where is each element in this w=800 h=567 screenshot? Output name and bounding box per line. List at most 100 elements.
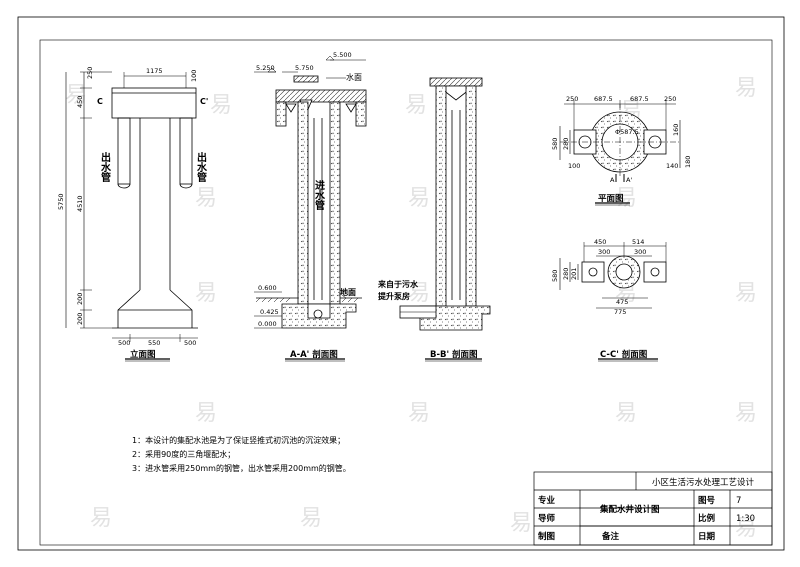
title-block-text: 小区生活污水处理工艺设计 专业 导师 制图 集配水井设计图 备注 图号 7 比例… [538,477,755,542]
watermark: 易 [65,83,87,108]
elevation-base-right: 500 [184,339,196,347]
field-value-drawing-no: 7 [736,496,741,506]
remark-label: 备注 [601,531,620,542]
watermark: 易 [408,281,430,306]
section-mark-c: C [97,97,103,106]
plan-dim-4: 250 [664,95,676,103]
section-cc-caption: C-C' 剖面图 [600,349,647,360]
elevation-total-height: 5750 [57,193,65,210]
watermark: 易 [735,516,757,541]
elevation-5500: 5.500 [333,51,352,59]
design-notes: 1：本设计的集配水池是为了保证竖推式初沉池的沉淀效果； 2：采用90度的三角堰配… [132,435,351,473]
watermark: 易 [615,401,637,426]
elevation-5750: 5.750 [295,64,314,72]
watermark: 易 [735,76,757,101]
section-aa-labels: 5.500 5.250 5.750 水面 进水管 地面 0.600 0.425 … [256,51,362,360]
plan-caption: 平面图 [598,194,624,204]
plan-mark-a: A [610,176,615,184]
plan-mark-a-prime: A' [626,176,632,184]
watermark: 易 [735,281,757,306]
field-value-scale: 1:30 [736,514,755,524]
section-bb-caption: B-B' 剖面图 [430,349,478,360]
plan-right-dim-2: 180 [684,156,692,168]
row-label-drafter: 制图 [538,531,555,542]
section-aa-caption: A-A' 剖面图 [290,349,338,360]
cc-dim-mid-2: 300 [634,248,646,256]
elevation-cap [111,87,197,119]
elevation-0000: 0.000 [258,320,277,328]
source-label-line2: 提升泵房 [378,291,410,301]
watermark: 易 [735,401,757,426]
cc-bottom-dim-2: 775 [614,308,626,316]
plan-right-dim-1: 160 [672,124,680,136]
outlet-pipe-right [179,117,193,185]
title-block [533,471,773,546]
elevation-seg1: 450 [76,96,84,108]
watermark: 易 [408,401,430,426]
inner-border [39,39,773,546]
elevation-base-mid: 550 [148,339,160,347]
elevation-right-top: 100 [190,70,198,82]
elevation-labels: 1175 250 100 5750 450 4510 200 200 500 5… [57,67,208,360]
watermark: 易 [210,93,232,118]
note-3: 3：进水管采用250mm的钢管，出水管采用200mm的钢管。 [132,463,351,473]
elevation-5250: 5.250 [256,64,275,72]
field-label-drawing-no: 图号 [698,496,716,506]
watermark: 易 [195,281,217,306]
plan-left-dim-1: 580 [551,138,559,150]
ground-label: 地面 [340,287,356,297]
cc-left-dim-1: 580 [551,270,559,282]
note-2: 2：采用90度的三角堰配水； [132,449,235,459]
cc-left-dim-2: 280 [562,268,570,280]
cc-bottom-dim-1: 475 [616,298,628,306]
plan-left-dim-2: 280 [562,138,570,150]
section-cc-labels: 450 514 300 300 580 280 201 475 775 C-C'… [551,238,647,360]
cc-dim-top-2: 514 [632,238,644,246]
plan-dim-3: 687.5 [630,95,649,103]
plan-diameter: Φ587.5 [615,128,639,136]
cc-dim-top-1: 450 [594,238,606,246]
water-surface-label: 水面 [346,72,362,82]
plan-bottom-dim-1: 100 [568,162,580,170]
plan-view [559,100,681,206]
field-label-scale: 比例 [698,513,716,524]
drawing-name: 集配水井设计图 [599,504,660,515]
section-bb-labels: 来自于污水 提升泵房 B-B' 剖面图 [377,279,478,360]
source-label-line1: 来自于污水 [377,279,419,289]
elevation-base-left: 500 [118,339,130,347]
row-label-major: 专业 [538,495,556,506]
watermark: 易 [195,401,217,426]
project-title: 小区生活污水处理工艺设计 [652,477,755,488]
outlet-labels: 出水管 出水管 [99,151,208,183]
outlet-pipe-left [117,117,131,185]
watermark: 易 [195,186,217,211]
cc-left-dim-3: 201 [570,268,578,280]
section-bb-view [399,77,491,362]
watermark: 易 [408,186,430,211]
outer-border [17,16,785,551]
field-label-date: 日期 [698,531,716,542]
elevation-view [65,71,198,362]
elevation-seg2: 4510 [76,195,84,212]
outlet-label-left: 出水管 [99,151,112,183]
watermark: 易 [510,511,532,536]
elevation-left-top: 250 [86,67,94,79]
section-cc-view [559,242,667,362]
plan-dim-2: 687.5 [594,95,613,103]
watermark-layer: 易 易 易 易 易 易 易 易 易 易 易 易 易 易 易 易 易 易 易 易 [65,76,757,541]
elevation-seg4: 200 [76,313,84,325]
inlet-pipe-label: 进水管 [313,179,326,211]
watermark: 易 [300,506,322,531]
plan-labels: 250 687.5 687.5 250 Φ587.5 580 280 160 1… [551,95,692,204]
section-mark-c-prime: C' [200,97,208,106]
elevation-seg3: 200 [76,293,84,305]
watermark: 易 [90,506,112,531]
note-1: 1：本设计的集配水池是为了保证竖推式初沉池的沉淀效果； [132,435,345,445]
plan-bottom-dim-2: 140 [666,162,678,170]
outlet-label-right: 出水管 [195,151,208,183]
row-label-advisor: 导师 [538,513,556,524]
section-aa-view [254,55,367,362]
watermark: 易 [405,93,427,118]
elevation-0600: 0.600 [258,284,277,292]
